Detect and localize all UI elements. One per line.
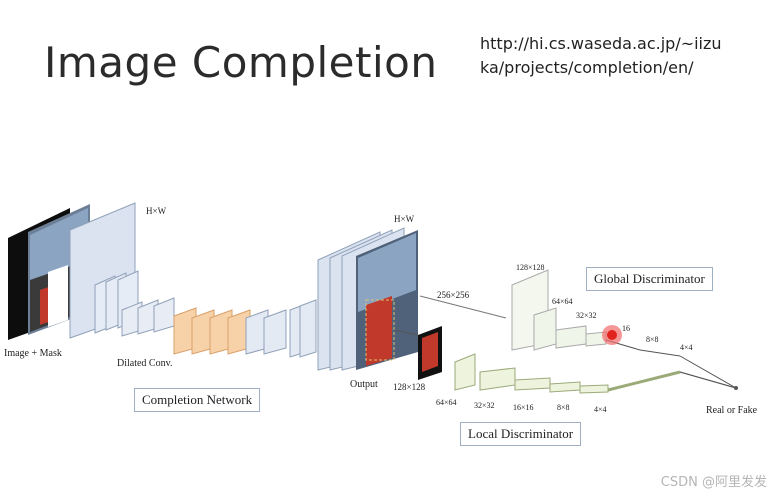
local-size: 4×4 (594, 405, 607, 414)
global-discriminator-label: Global Discriminator (586, 267, 713, 291)
crop-image (393, 326, 442, 380)
output-image (356, 230, 418, 370)
dilated-conv-layers (173, 307, 287, 355)
encoder-layers (69, 202, 175, 339)
real-or-fake-label: Real or Fake (706, 405, 758, 416)
global-size: 128×128 (516, 263, 545, 272)
global-arrow (419, 295, 507, 319)
project-url: http://hi.cs.waseda.ac.jp/~iizu ka/proje… (480, 32, 722, 80)
url-line-2: ka/projects/completion/en/ (480, 58, 694, 77)
local-size: 32×32 (474, 401, 495, 410)
local-size: 16×16 (513, 403, 534, 412)
slide-title: Image Completion (44, 38, 438, 87)
local-discriminator-label: Local Discriminator (460, 422, 582, 446)
input-label: Image + Mask (4, 348, 62, 359)
global-size: 16 (622, 324, 630, 333)
dim-global-in: 256×256 (437, 290, 470, 300)
local-disc-layers (454, 353, 738, 394)
dim-hw-in: H×W (146, 206, 167, 216)
local-size: 64×64 (436, 398, 457, 407)
dilated-label: Dilated Conv. (117, 358, 172, 369)
global-size: 4×4 (680, 343, 693, 352)
global-disc-layers (511, 269, 737, 389)
url-line-1: http://hi.cs.waseda.ac.jp/~iizu (480, 34, 722, 53)
global-size: 8×8 (646, 335, 659, 344)
completion-network-label: Completion Network (134, 388, 261, 412)
crop-label: 128×128 (393, 382, 426, 392)
global-size: 32×32 (576, 311, 597, 320)
global-size: 64×64 (552, 297, 573, 306)
output-label: Output (350, 379, 378, 390)
dim-hw-out: H×W (394, 214, 415, 224)
local-size: 8×8 (557, 403, 570, 412)
watermark: CSDN @阿里发发 (660, 475, 767, 490)
